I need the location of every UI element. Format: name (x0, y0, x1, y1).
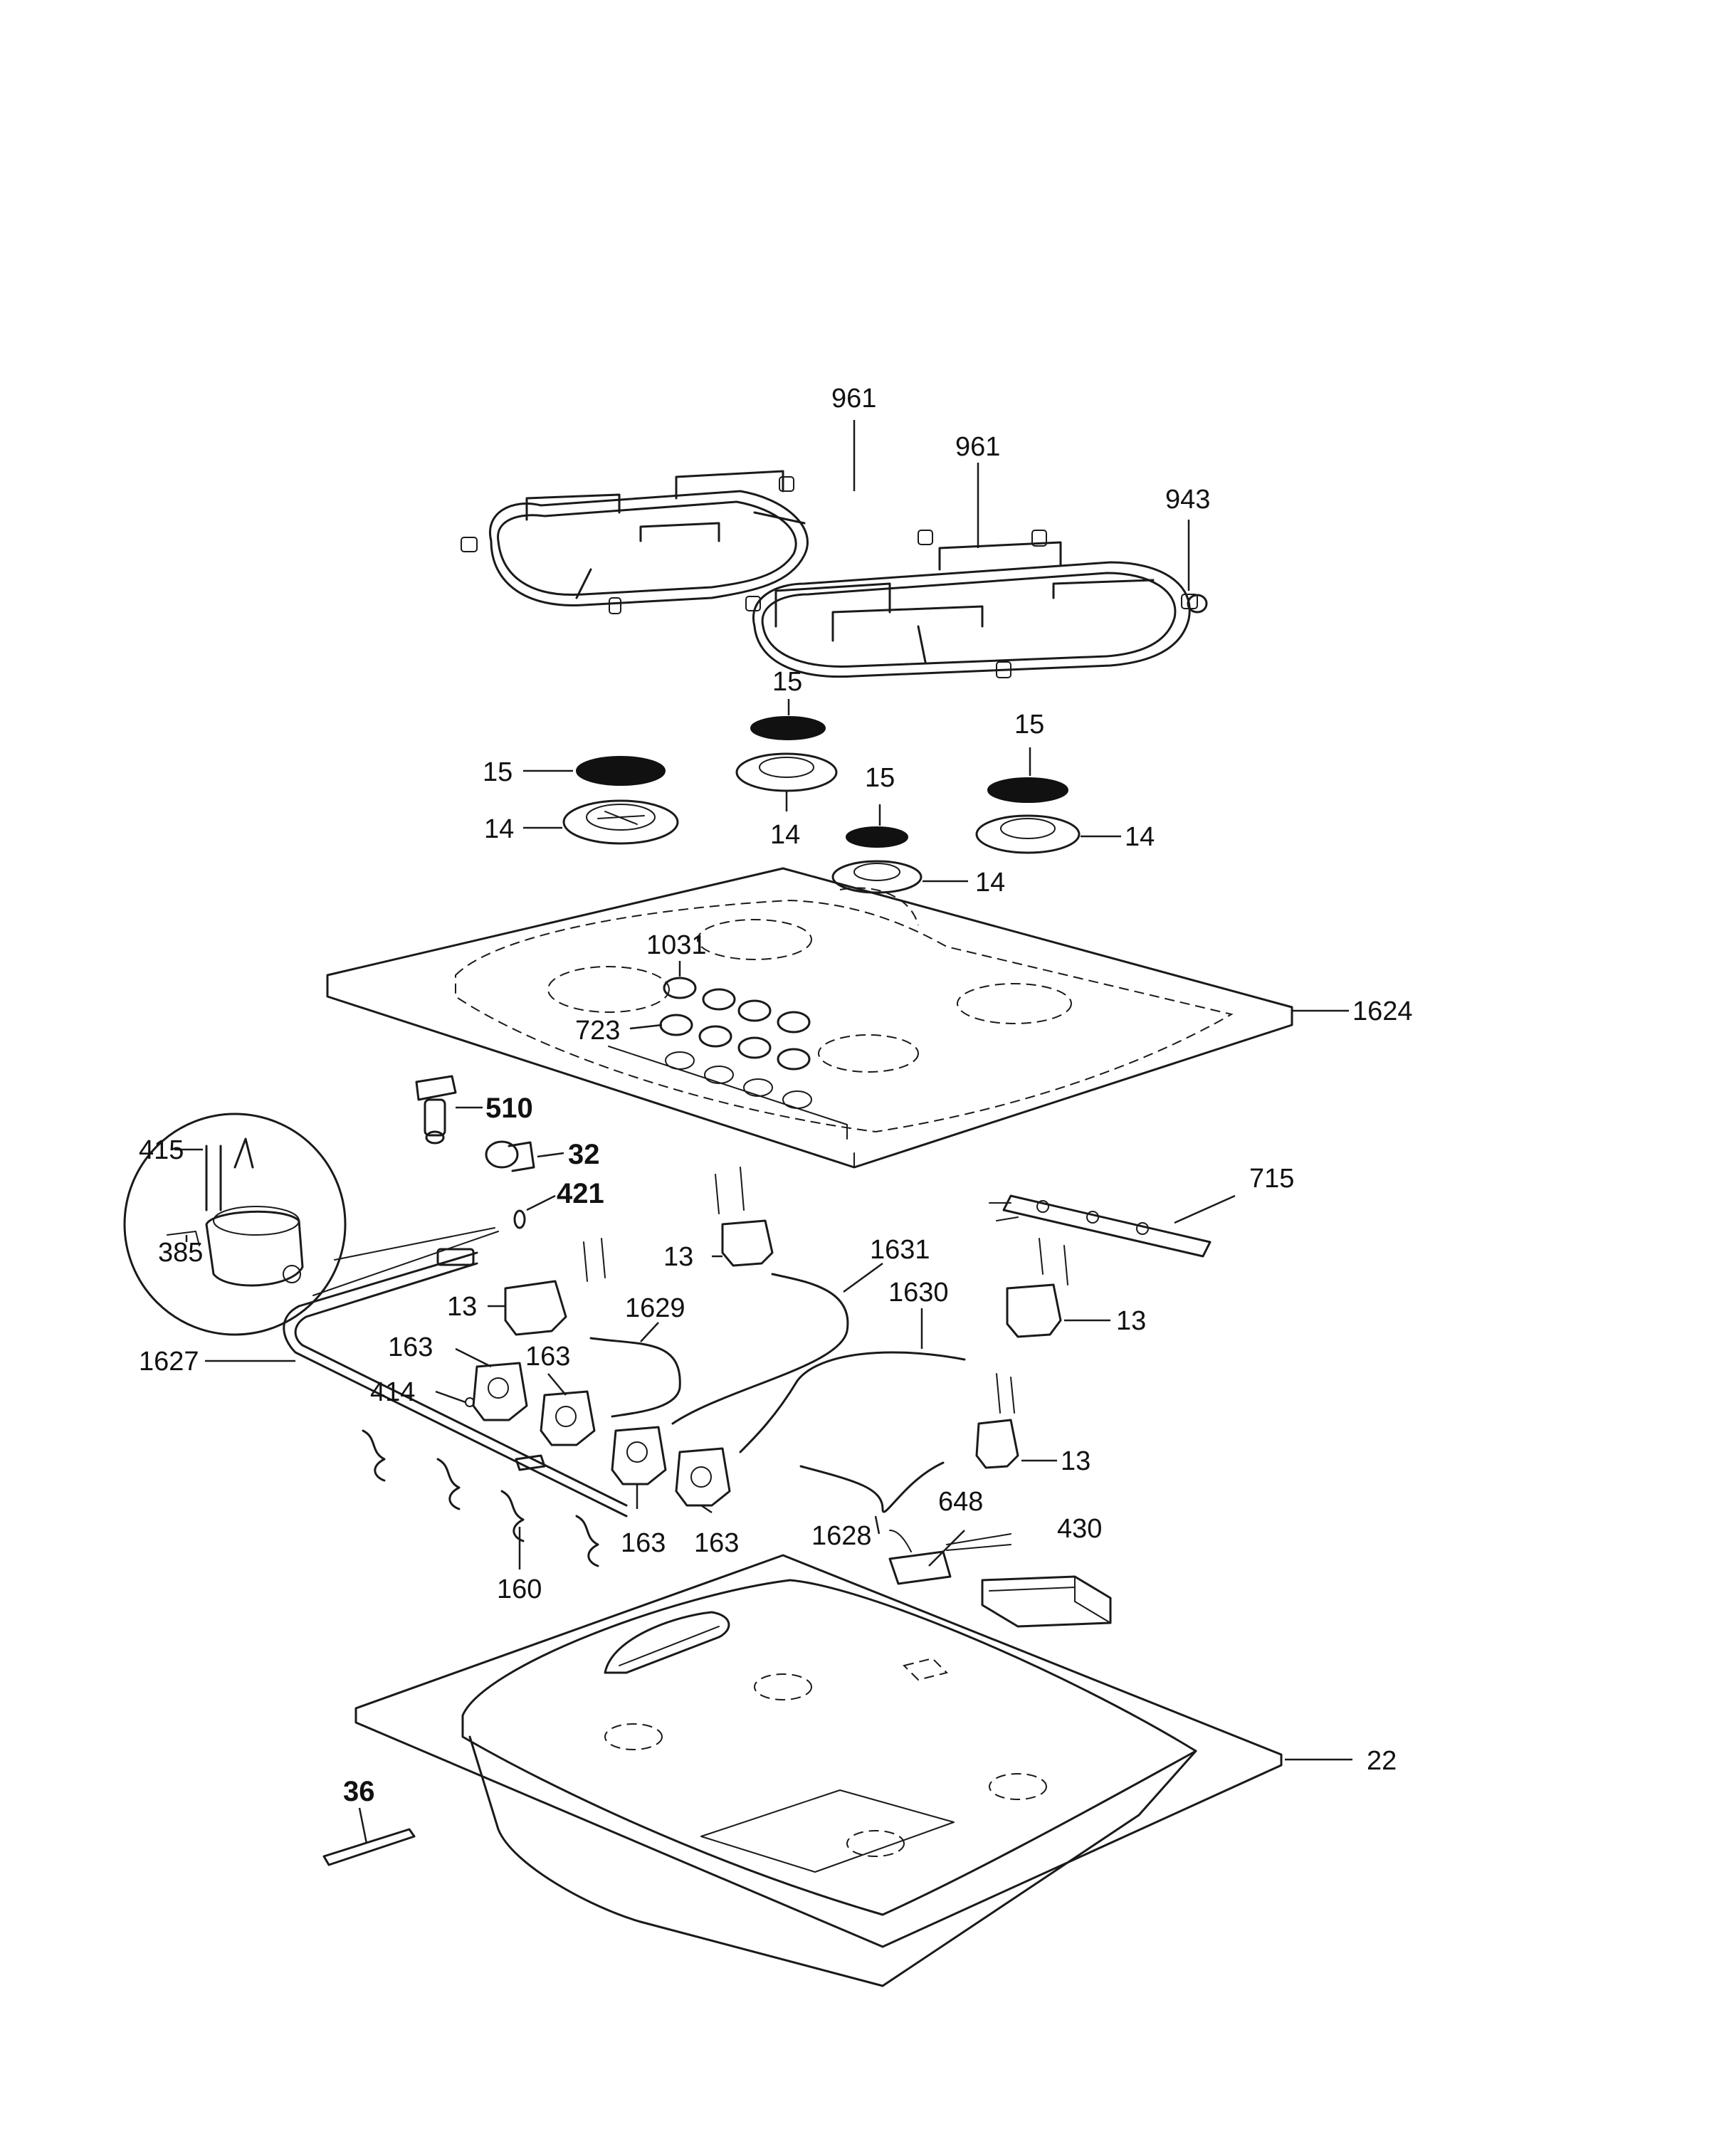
label-14-rear: 14 (770, 820, 800, 850)
label-943: 943 (1165, 485, 1210, 515)
label-715: 715 (1249, 1164, 1294, 1194)
label-13-a: 13 (663, 1242, 693, 1272)
label-648: 648 (938, 1487, 983, 1517)
label-13-c: 13 (1116, 1306, 1146, 1336)
pan-support-left (489, 470, 809, 606)
label-421: 421 (557, 1178, 604, 1209)
leader-lines (174, 420, 1352, 1844)
gas-valve-4 (675, 1447, 731, 1507)
bottom-tray (354, 1554, 1283, 1987)
burner-head-rear (735, 752, 838, 792)
label-163-d: 163 (694, 1528, 739, 1558)
label-723: 723 (575, 1016, 620, 1046)
label-510: 510 (485, 1093, 533, 1124)
label-15-right: 15 (1014, 710, 1044, 740)
label-415: 415 (139, 1135, 184, 1165)
spark-electrode-strip (989, 1194, 1212, 1258)
label-36: 36 (343, 1776, 375, 1807)
burner-cap-right (987, 777, 1068, 803)
gas-manifold-rail (283, 1248, 628, 1518)
label-15-rear: 15 (772, 667, 802, 697)
label-160: 160 (497, 1574, 542, 1604)
ignition-switch (888, 1530, 1011, 1585)
label-1627: 1627 (139, 1347, 199, 1377)
label-1624: 1624 (1352, 997, 1413, 1026)
gas-valve-1 (472, 1362, 528, 1421)
detail-inset (123, 1113, 499, 1336)
label-961-left: 961 (831, 384, 876, 414)
burner-cap-rear (750, 716, 826, 740)
label-961-right: 961 (955, 432, 1000, 462)
label-163-c: 163 (621, 1528, 666, 1558)
label-15-left: 15 (483, 757, 513, 787)
part-labels: 961 961 943 15 15 15 15 14 14 14 14 1031… (139, 384, 1413, 1807)
label-22: 22 (1367, 1746, 1397, 1776)
label-14-center: 14 (975, 868, 1005, 898)
cooktop-panel (326, 867, 1293, 1169)
gas-valve-3 (611, 1426, 667, 1485)
gas-tube-1631 (671, 1273, 849, 1425)
label-1031: 1031 (646, 930, 707, 960)
spark-generator (981, 1575, 1112, 1628)
burner-cap-left (576, 756, 666, 786)
gas-inlet-fitting (415, 1075, 457, 1145)
label-15-center: 15 (865, 763, 895, 793)
elbow-fitting (485, 1140, 535, 1172)
label-14-right: 14 (1125, 822, 1155, 852)
gas-tube-1628 (799, 1461, 945, 1513)
label-163-a: 163 (388, 1332, 433, 1362)
burner-head-right (975, 814, 1081, 854)
label-14-left: 14 (484, 814, 514, 844)
label-1631: 1631 (870, 1235, 930, 1265)
rubber-foot-943 (1187, 594, 1208, 614)
burner-head-left (562, 799, 679, 845)
burner-cap-center (846, 826, 908, 848)
gas-tube-1630 (739, 1351, 966, 1453)
pan-support-feet (461, 476, 1198, 678)
label-1628: 1628 (811, 1521, 872, 1551)
thermocouple-valve-b (504, 1238, 606, 1336)
gas-tube-1629 (589, 1337, 681, 1418)
pan-support-right (752, 541, 1191, 678)
burner-head-center (831, 860, 923, 894)
washer (513, 1209, 526, 1229)
label-13-d: 13 (1061, 1446, 1091, 1476)
label-13-b: 13 (447, 1292, 477, 1322)
label-1630: 1630 (888, 1278, 949, 1308)
label-430: 430 (1057, 1514, 1102, 1544)
label-385: 385 (158, 1238, 203, 1268)
label-414: 414 (370, 1377, 415, 1407)
label-1629: 1629 (625, 1293, 685, 1323)
label-32: 32 (568, 1139, 600, 1170)
thermocouple-valve-c (1006, 1238, 1068, 1338)
rail-clips (362, 1429, 599, 1567)
sealing-strip (322, 1828, 416, 1866)
thermocouple-valve-d (975, 1373, 1019, 1469)
gas-valve-2 (540, 1390, 596, 1446)
control-knobs (659, 977, 811, 1071)
thermocouple-valve-a (715, 1167, 774, 1267)
label-163-b: 163 (525, 1342, 570, 1372)
